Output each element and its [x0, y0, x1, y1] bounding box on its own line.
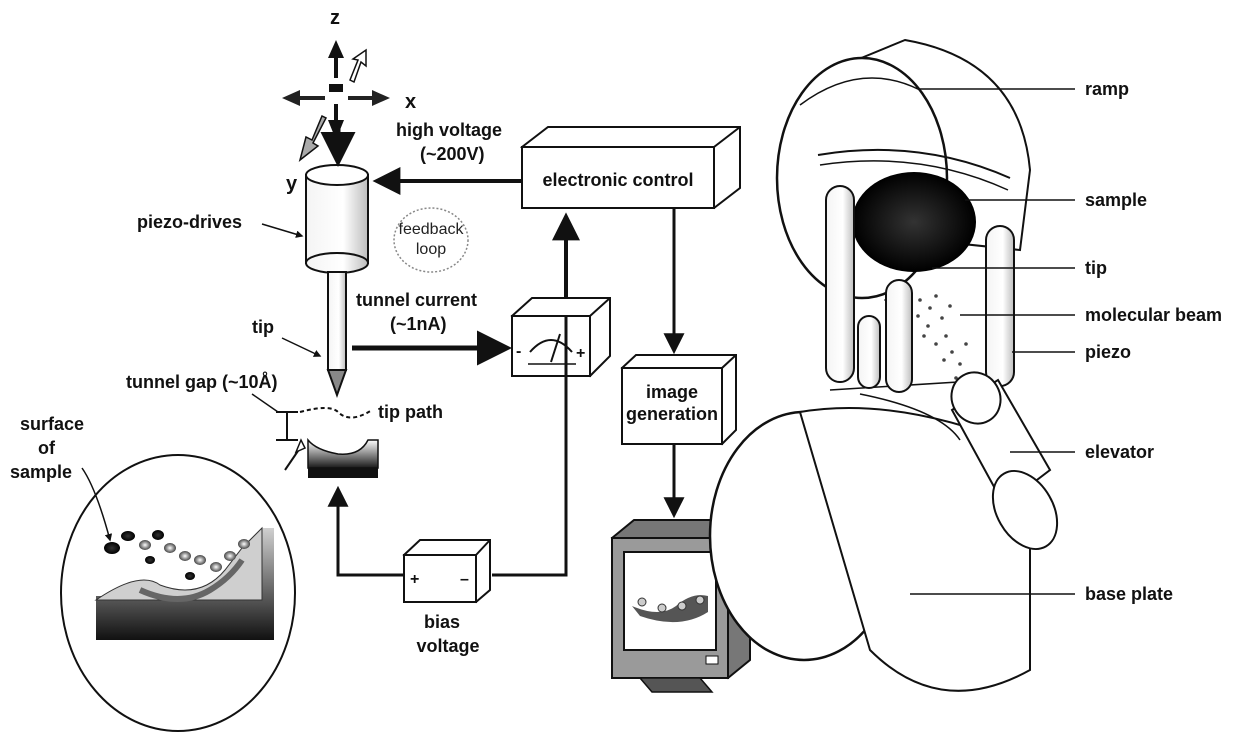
elevator-label: elevator: [1085, 442, 1154, 462]
ammeter: - +: [512, 298, 610, 376]
sample-label-right: sample: [1085, 190, 1147, 210]
loop-label: loop: [416, 241, 446, 258]
svg-text:+: +: [576, 345, 585, 362]
stm-head-illustration: [710, 40, 1070, 691]
of-label: of: [38, 438, 56, 458]
image-generation-box: image generation: [622, 355, 736, 444]
x-axis-label: x: [405, 91, 416, 113]
base-plate-label: base plate: [1085, 584, 1173, 604]
y-axis-back-arrow: [350, 50, 366, 82]
tunnel-gap-label: tunnel gap (~10Å): [126, 372, 278, 392]
voltage-label: voltage: [416, 636, 479, 656]
piezo-label: piezo: [1085, 342, 1131, 362]
tip-label: tip: [252, 317, 274, 337]
surface-label: surface: [20, 414, 84, 434]
electronic-control-box: electronic control: [522, 127, 740, 208]
z-axis-label: z: [330, 7, 340, 29]
piezo-leg-1: [826, 186, 854, 382]
electronic-control-label: electronic control: [542, 170, 693, 190]
svg-text:-: -: [516, 343, 521, 360]
tip-path-label: tip path: [378, 402, 443, 422]
tunnel-gap-marker: [276, 408, 372, 440]
piezo-leg-4: [986, 226, 1014, 386]
tip-point: [328, 370, 346, 395]
sample-block: [285, 440, 378, 478]
svg-text:–: –: [460, 571, 469, 588]
bias-voltage-box: + –: [404, 540, 490, 602]
high-voltage-value: (~200V): [420, 144, 485, 164]
tunnel-current-value: (~1nA): [390, 314, 447, 334]
tunnel-current-label: tunnel current: [356, 290, 477, 310]
ramp-label: ramp: [1085, 79, 1129, 99]
generation-label: generation: [626, 404, 718, 424]
bias-label: bias: [424, 612, 460, 632]
piezo-leg-3: [886, 280, 912, 392]
feedback-loop: feedback loop: [394, 208, 468, 272]
x-axis-right-arrow: [348, 90, 390, 106]
tip-shaft: [328, 272, 346, 370]
image-label: image: [646, 382, 698, 402]
sample-label-left: sample: [10, 462, 72, 482]
high-voltage-label: high voltage: [396, 120, 502, 140]
y-axis-label: y: [286, 173, 298, 195]
tip-label-right: tip: [1085, 258, 1107, 278]
y-axis-front-arrow: [300, 116, 326, 160]
piezo-drives-label: piezo-drives: [137, 212, 242, 232]
piezo-cylinder: [306, 175, 368, 263]
sample-disc: [852, 172, 976, 272]
z-axis-arrow: [328, 40, 344, 78]
x-axis-left-arrow: [282, 90, 325, 106]
molecular-beam-label: molecular beam: [1085, 305, 1222, 325]
piezo-leg-2: [858, 316, 880, 388]
tip-path-curve: [300, 408, 372, 418]
svg-text:+: +: [410, 571, 419, 588]
feedback-label: feedback: [399, 221, 465, 238]
